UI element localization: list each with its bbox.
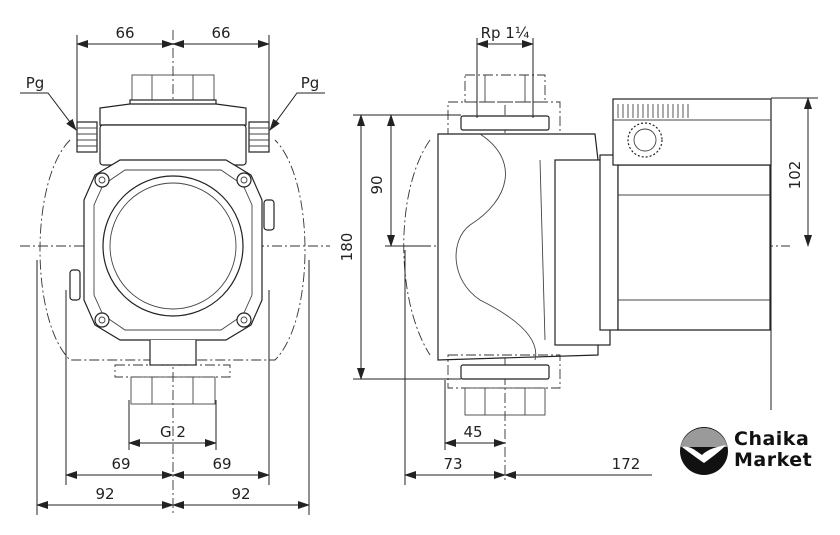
bolt bbox=[236, 312, 252, 328]
side-bottom-port bbox=[464, 387, 546, 416]
bolt bbox=[236, 172, 252, 188]
pg-leader-right bbox=[269, 92, 325, 131]
bottom-flange bbox=[114, 364, 231, 378]
dim-69-left: 69 bbox=[111, 455, 130, 473]
bottom-port bbox=[130, 376, 216, 405]
logo-text: Chaika Market bbox=[734, 429, 812, 471]
pg-leader-left bbox=[20, 92, 77, 131]
side-top-flange bbox=[460, 115, 550, 131]
front-view: 66 66 Pg Pg G 2 69 69 92 92 bbox=[20, 24, 330, 515]
pg-label-right: Pg bbox=[301, 74, 320, 92]
side-view: Rp 1¼ 90 180 102 45 73 172 bbox=[338, 24, 818, 485]
impeller-housing bbox=[102, 175, 244, 317]
dim-92-right: 92 bbox=[231, 485, 250, 503]
dim-90: 90 bbox=[368, 175, 386, 194]
dim-92-left: 92 bbox=[95, 485, 114, 503]
chaika-market-logo: Chaika Market bbox=[678, 425, 818, 477]
dim-172: 172 bbox=[612, 455, 641, 473]
side-bottom-flange bbox=[460, 364, 550, 380]
dim-73: 73 bbox=[443, 455, 462, 473]
dim-g2: G 2 bbox=[160, 423, 186, 441]
bolt bbox=[94, 172, 110, 188]
dim-102: 102 bbox=[786, 161, 804, 190]
terminal-box bbox=[99, 124, 247, 166]
dim-45: 45 bbox=[463, 423, 482, 441]
logo-line-1: Chaika bbox=[734, 428, 810, 450]
cable-gland-right bbox=[248, 121, 270, 153]
cable-gland-left bbox=[76, 121, 98, 153]
dim-rp: Rp 1¼ bbox=[481, 24, 530, 42]
dim-180: 180 bbox=[338, 233, 356, 262]
dim-66-right: 66 bbox=[211, 24, 230, 42]
dim-69-right: 69 bbox=[212, 455, 231, 473]
control-knob bbox=[627, 122, 663, 158]
pg-label-left: Pg bbox=[26, 74, 45, 92]
logo-line-2: Market bbox=[734, 449, 813, 471]
seagull-icon bbox=[680, 427, 728, 475]
casing-outline bbox=[39, 139, 306, 361]
bolt bbox=[94, 312, 110, 328]
dim-66-left: 66 bbox=[115, 24, 134, 42]
motor-body bbox=[617, 164, 771, 331]
